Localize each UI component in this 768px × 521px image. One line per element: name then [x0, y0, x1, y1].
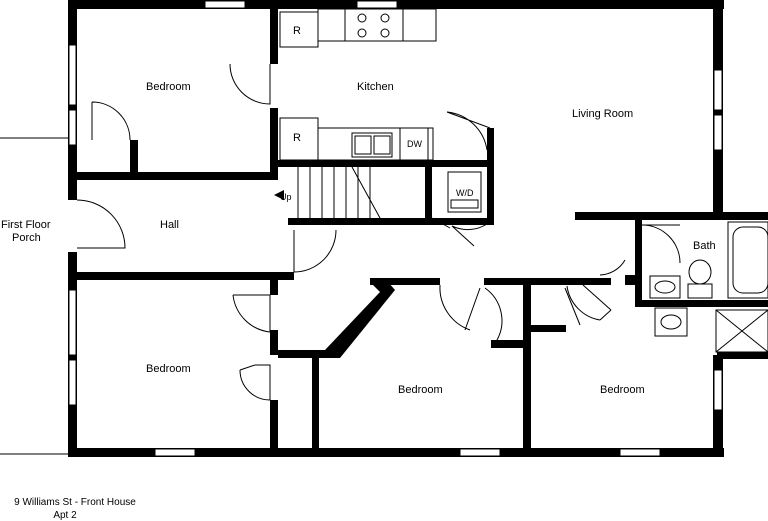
- fridge-label-bottom: R: [293, 132, 301, 144]
- interior-walls: [77, 9, 768, 450]
- room-label-bedroom-nw: Bedroom: [146, 81, 191, 93]
- plan-caption-line2: Apt 2: [53, 510, 77, 521]
- room-label-bedroom-se: Bedroom: [600, 384, 645, 396]
- room-label-porch-line1: First Floor: [1, 219, 51, 231]
- room-label-bedroom-sw: Bedroom: [146, 363, 191, 375]
- porch-lines: [0, 137, 68, 455]
- room-label-bedroom-s-mid: Bedroom: [398, 384, 443, 396]
- room-label-kitchen: Kitchen: [357, 81, 394, 93]
- stairs-label: Up: [280, 192, 292, 202]
- fridge-label-top: R: [293, 25, 301, 37]
- washer-dryer: [447, 171, 482, 213]
- plan-caption-line1: 9 Williams St - Front House: [14, 497, 136, 508]
- room-label-hall: Hall: [160, 219, 179, 231]
- room-label-living-room: Living Room: [572, 108, 633, 120]
- windows: [68, 0, 723, 457]
- stairs: [274, 166, 381, 219]
- doors: [76, 63, 681, 401]
- bath-fixtures: [649, 221, 768, 353]
- washer-dryer-label: W/D: [456, 188, 474, 198]
- room-label-porch-line2: Porch: [12, 232, 41, 244]
- dishwasher-label: DW: [407, 139, 422, 149]
- kitchen-fixtures: [279, 8, 437, 161]
- room-label-bath: Bath: [693, 240, 716, 252]
